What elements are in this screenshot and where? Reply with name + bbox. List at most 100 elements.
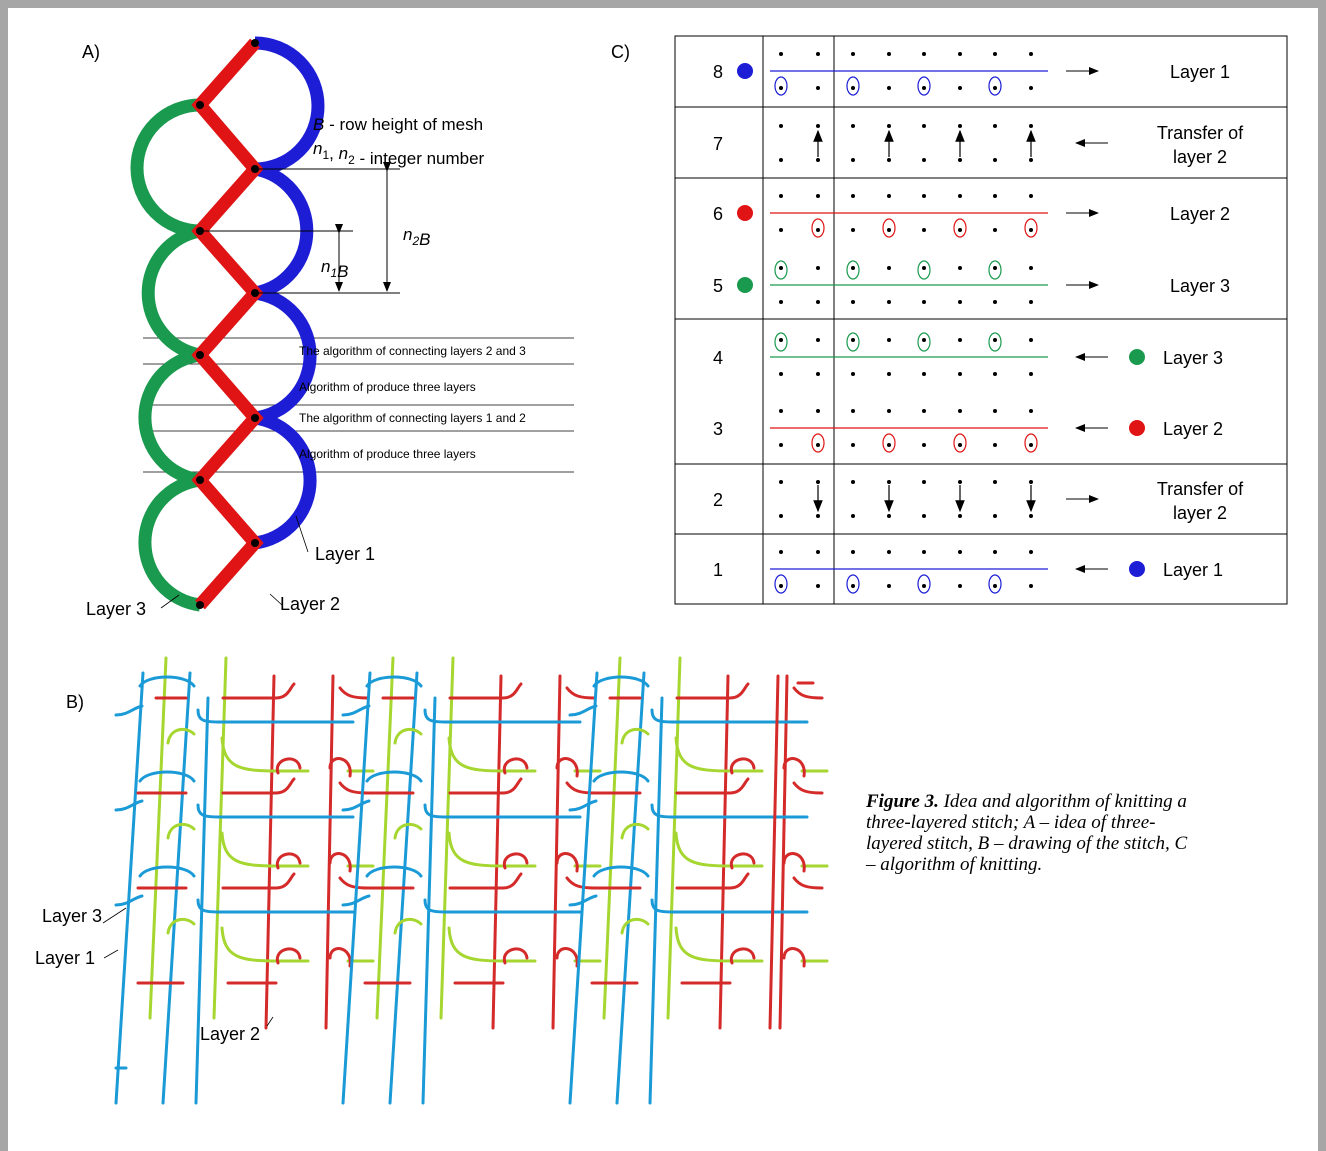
blue-wale [568,671,599,1105]
blue-course [568,799,598,812]
red-wale [324,674,335,1030]
blue-wale [341,671,372,1105]
red-loop [729,852,756,870]
red-loop [275,852,302,870]
row-action: Layer 1 [1170,62,1230,82]
red-loop [555,947,579,968]
stitch-drawing [114,656,829,1105]
needle-dot [816,194,820,198]
blue-loop [365,675,423,688]
panel-a: A) [82,36,574,619]
green-loop [393,917,423,935]
needle-dot [816,584,820,588]
layer2-zigzag [191,38,264,610]
red-loop [729,757,756,775]
red-loop [729,947,756,965]
blue-course [568,704,598,717]
green-loop [393,822,423,840]
yarn-loop [917,260,931,280]
blue-course [423,803,582,819]
red-course [338,686,370,700]
needle-dot [851,52,855,56]
needle-dot [851,86,855,90]
red-wale [768,674,780,1030]
needle-dot [779,86,783,90]
green-loop [166,727,196,745]
needle-dot [993,124,997,128]
needle-dot [1029,338,1033,342]
panel-b-layer3: Layer 3 [42,906,102,926]
red-loop [555,757,579,778]
needle-dot [816,550,820,554]
yarn-loop [774,574,788,594]
blue-course [423,708,582,724]
figure-caption: Figure 3. Idea and algorithm of knitting… [866,791,1196,875]
needle-dot [958,228,962,232]
needle-dot [887,124,891,128]
dim-n2-label: n2B [403,225,431,249]
yarn-loop [846,332,860,352]
needle-dot [851,480,855,484]
row-action-line2: layer 2 [1173,503,1227,523]
needle-dot [816,409,820,413]
needle-dot [922,158,926,162]
needle-dot [851,266,855,270]
panel-c-label: C) [611,42,630,62]
panel-a-layer1: Layer 1 [315,544,375,564]
row-number: 5 [713,276,723,296]
red-course [338,876,370,890]
red-loop [502,947,529,965]
row-action-line1: Transfer of [1157,479,1244,499]
band-label-4: Algorithm of produce three layers [299,447,476,461]
green-wale [439,656,455,1020]
blue-course [341,799,371,812]
needle-dot [816,266,820,270]
needle-dot [922,443,926,447]
row-action: Layer 2 [1163,419,1223,439]
needle-dot [993,300,997,304]
band-label-1: The algorithm of connecting layers 2 and… [299,344,526,358]
green-loop [620,727,650,745]
green-course [220,926,310,963]
needle-dot [1029,300,1033,304]
needle-dot [958,584,962,588]
algorithm-table [674,35,1288,605]
needle-dot [1029,514,1033,518]
needle-dot [922,584,926,588]
needle-dot [887,300,891,304]
needle-dot [851,158,855,162]
yarn-loop [988,574,1002,594]
row-action: Layer 3 [1163,348,1223,368]
green-loop [166,917,196,935]
needle-dot [816,86,820,90]
yarn-loop [846,574,860,594]
panel-b-layer1: Layer 1 [35,948,95,968]
needle-dot [887,338,891,342]
red-loop [275,757,302,775]
green-loop [620,822,650,840]
row-number: 3 [713,419,723,439]
needle-dot [1029,266,1033,270]
needle-dot [958,338,962,342]
blue-course [114,799,144,812]
row-number: 8 [713,62,723,82]
green-loop [620,917,650,935]
needle-dot [922,86,926,90]
needle-dot [993,158,997,162]
needle-dot [816,158,820,162]
needle-dot [993,266,997,270]
blue-course [568,894,598,907]
blue-wale [648,696,664,1105]
needle-dot [1029,372,1033,376]
needle-dot [851,300,855,304]
needle-dot [958,158,962,162]
red-course [221,872,296,890]
blue-course [114,894,144,907]
yarn-carrier-dot [737,277,753,293]
red-loop [782,947,806,968]
green-wale [375,656,395,1020]
yarn-carrier-dot [1129,420,1145,436]
red-loop [782,852,806,873]
needle-dot [779,550,783,554]
blue-loop [592,675,650,688]
